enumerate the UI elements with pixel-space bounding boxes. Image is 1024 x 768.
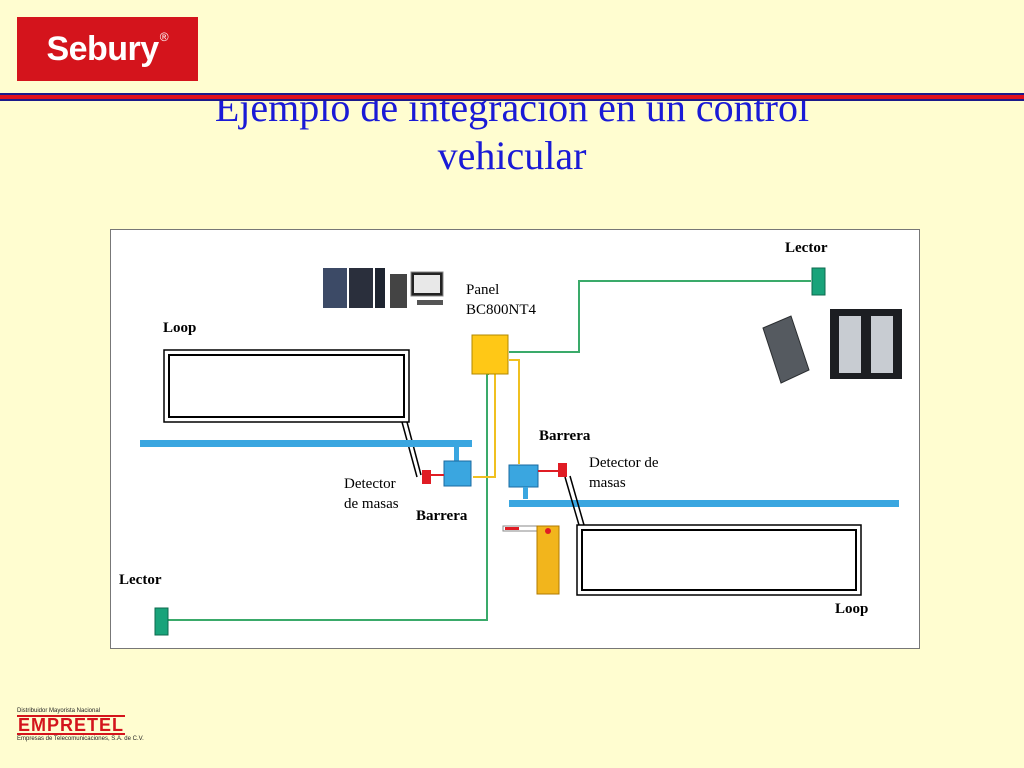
reader-bottom: [154, 607, 169, 636]
lane-left: [140, 440, 472, 447]
title-line-1: Ejemplo de integración en un control: [214, 85, 810, 130]
loop-left-inner: [168, 354, 405, 418]
barrier-gate-image: [502, 525, 560, 595]
empretel-tagline: Distribuidor Mayorista Nacional: [17, 708, 101, 714]
detector-left: [422, 470, 431, 484]
detector-right: [558, 463, 567, 477]
sebury-logo: Sebury ®: [17, 17, 198, 81]
label-detector-left: Detector de masas: [344, 474, 399, 514]
page-title: Ejemplo de integración en un control veh…: [0, 84, 1024, 180]
barrier-left-post: [454, 447, 459, 461]
wire-panel-to-right-barrier: [509, 359, 520, 464]
loop-right-lead-a: [564, 476, 580, 526]
wire-panel-to-left-barrier: [473, 374, 496, 478]
header-rule: [0, 93, 1024, 101]
label-detector-right-line-2: masas: [589, 475, 626, 491]
empretel-logo: Distribuidor Mayorista Nacional EMPRETEL…: [17, 708, 157, 742]
wire-panel-to-bottom-reader: [167, 373, 489, 621]
label-detector-right: Detector de masas: [589, 453, 659, 493]
logo-text: Sebury: [46, 29, 159, 68]
registered-mark: ®: [159, 30, 169, 44]
wire-panel-to-top-reader: [509, 280, 811, 353]
reader-top: [811, 267, 826, 296]
label-panel: Panel BC800NT4: [466, 280, 536, 320]
loop-left-lead-b: [401, 421, 418, 478]
label-panel-line-2: BC800NT4: [466, 302, 537, 318]
panel-box: [471, 334, 509, 375]
proximity-reader-image: [762, 315, 810, 384]
label-detector-left-line-1: Detector: [344, 476, 396, 492]
loop-right-lead-b: [569, 475, 585, 526]
title-line-2: vehicular: [437, 133, 587, 178]
empretel-name: EMPRETEL: [17, 715, 126, 735]
panel-devices-image: [323, 268, 444, 308]
loop-left-outer: [163, 349, 410, 423]
lane-right: [509, 500, 899, 507]
label-lector-top: Lector: [785, 240, 828, 256]
barrier-left-box: [443, 460, 472, 487]
label-detector-left-line-2: de masas: [344, 496, 399, 512]
long-range-reader-image: [830, 309, 902, 379]
label-detector-right-line-1: Detector de: [589, 455, 659, 471]
loop-left-lead-a: [406, 421, 422, 476]
label-loop-left: Loop: [163, 320, 197, 336]
loop-right-outer: [576, 524, 862, 596]
label-panel-line-1: Panel: [466, 282, 500, 298]
empretel-subtitle: Empresas de Telecomunicaciones, S.A. de …: [17, 736, 144, 742]
label-barrera-right: Barrera: [539, 428, 591, 444]
loop-right-inner: [581, 529, 857, 591]
diagram-canvas: [140, 267, 902, 636]
barrier-right-box: [508, 464, 539, 488]
label-lector-bottom: Lector: [119, 572, 162, 588]
integration-diagram: Lector Panel BC800NT4 Loop Barrera Detec…: [110, 229, 920, 649]
barrier-right-post: [523, 487, 528, 499]
label-loop-right: Loop: [835, 601, 869, 617]
label-barrera-left: Barrera: [416, 508, 468, 524]
